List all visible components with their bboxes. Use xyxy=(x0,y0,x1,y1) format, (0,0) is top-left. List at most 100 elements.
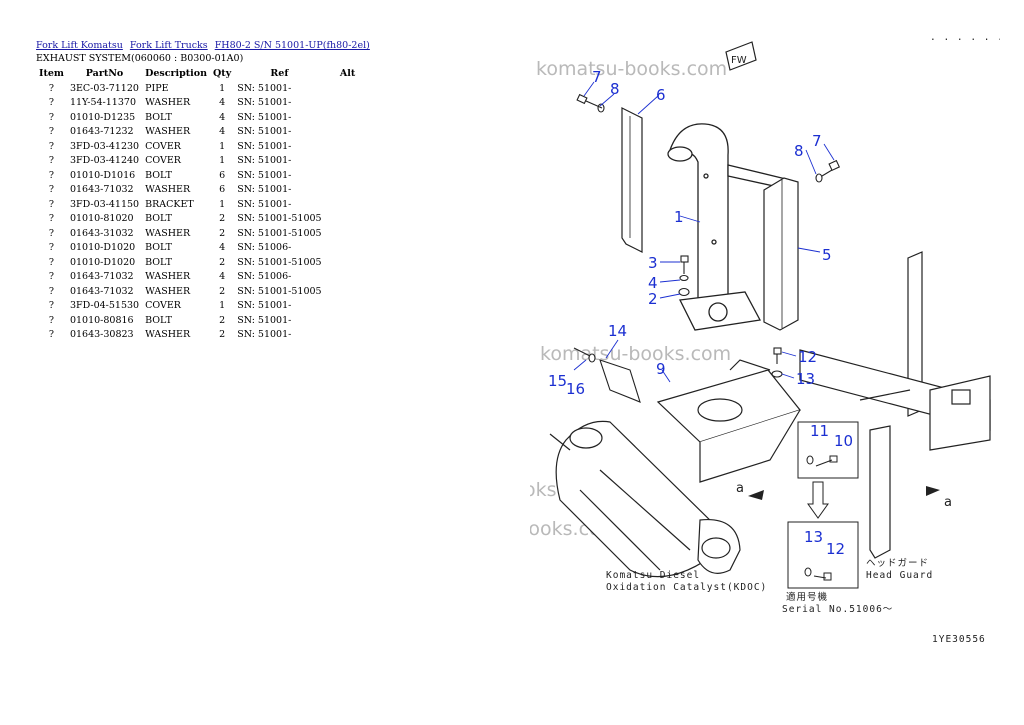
parts-table: Item PartNo Description Qty Ref Alt ? 3EC… xyxy=(36,66,371,342)
item-cell: ? xyxy=(48,140,55,152)
ref-cell: SN: 51001- xyxy=(237,97,292,109)
cover-part-14 xyxy=(573,347,641,403)
item-cell: ? xyxy=(48,329,55,341)
breadcrumb: Fork Lift Komatsu Fork Lift Trucks FH80-… xyxy=(36,40,374,51)
alt-cell xyxy=(325,154,371,169)
ref-cell: SN: 51001- xyxy=(237,314,292,326)
breadcrumb-link-fork-lift-komatsu[interactable]: Fork Lift Komatsu xyxy=(36,40,123,51)
partno-cell: 01010-81020 xyxy=(69,213,134,225)
partno-cell: 01643-31032 xyxy=(69,227,134,239)
caption-head-guard-jp: ヘッドガード xyxy=(866,558,929,569)
callout-14: 14 xyxy=(608,322,627,340)
alt-cell xyxy=(325,255,371,270)
ref-cell: SN: 51001-51005 xyxy=(237,227,322,239)
item-cell: ? xyxy=(48,227,55,239)
svg-text:FW: FW xyxy=(731,55,747,66)
drawing-code: 1YE30556 xyxy=(932,634,986,645)
alt-cell xyxy=(325,284,371,299)
partno-cell: 01643-71232 xyxy=(69,126,134,138)
header-description: Description xyxy=(145,68,208,79)
header-alt: Alt xyxy=(339,68,356,79)
alt-cell xyxy=(325,212,371,227)
partno-cell: 01010-D1235 xyxy=(69,111,136,123)
header-qty: Qty xyxy=(213,68,232,79)
item-cell: ? xyxy=(48,300,55,312)
qty-cell: 1 xyxy=(219,198,226,210)
detail-box-bolts xyxy=(797,421,859,479)
qty-cell: 1 xyxy=(219,300,226,312)
ref-cell: SN: 51001- xyxy=(237,169,292,181)
head-guard-frame xyxy=(799,251,991,559)
partno-cell: 3EC-03-71120 xyxy=(69,82,139,94)
item-cell: ? xyxy=(48,82,55,94)
alt-cell xyxy=(325,168,371,183)
item-cell: ? xyxy=(48,184,55,196)
ref-cell: SN: 51001- xyxy=(237,300,292,312)
callout-11: 11 xyxy=(810,422,829,440)
down-arrow-icon xyxy=(807,481,829,519)
description-cell: BOLT xyxy=(145,314,172,326)
breadcrumb-link-model[interactable]: FH80-2 S/N 51001-UP(fh80-2el) xyxy=(214,40,370,51)
caption-head-guard-en: Head Guard xyxy=(866,570,933,581)
cover-part-6 xyxy=(621,107,643,253)
section-title: EXHAUST SYSTEM(060060 : B0300-01A0) xyxy=(36,53,244,64)
exhaust-system-diagram: komatsu-books.com komatsu-books.com koma… xyxy=(530,32,1000,645)
description-cell: WASHER xyxy=(145,329,191,341)
item-cell: ? xyxy=(48,169,55,181)
description-cell: COVER xyxy=(145,155,181,167)
partno-cell: 01010-80816 xyxy=(69,314,134,326)
callout-16: 16 xyxy=(566,380,585,398)
callout-12-lower: 12 xyxy=(826,540,845,558)
qty-cell: 2 xyxy=(219,256,226,268)
ref-cell: SN: 51001- xyxy=(237,198,292,210)
qty-cell: 1 xyxy=(219,82,226,94)
ref-cell: SN: 51001- xyxy=(237,126,292,138)
qty-cell: 6 xyxy=(219,169,226,181)
callout-10: 10 xyxy=(834,432,853,450)
parts-table-header-row: Item PartNo Description Qty Ref Alt xyxy=(36,66,371,81)
bolt-and-washer-right-icon xyxy=(815,159,841,183)
callout-1: 1 xyxy=(674,208,684,226)
ref-cell: SN: 51001- xyxy=(237,155,292,167)
ref-cell: SN: 51006- xyxy=(237,242,292,254)
item-cell: ? xyxy=(48,242,55,254)
description-cell: BOLT xyxy=(145,242,172,254)
callout-5: 5 xyxy=(822,246,832,264)
qty-cell: 2 xyxy=(219,285,226,297)
detail-box-serial xyxy=(787,521,859,589)
bolt-washer-set-icon xyxy=(678,255,690,297)
caption-catalyst-line2: Oxidation Catalyst(KDOC) xyxy=(606,582,767,593)
alt-cell xyxy=(325,139,371,154)
ref-cell: SN: 51006- xyxy=(237,271,292,283)
alt-cell xyxy=(325,270,371,285)
callout-8-right: 8 xyxy=(794,142,804,160)
callout-3: 3 xyxy=(648,254,658,272)
description-cell: BOLT xyxy=(145,169,172,181)
item-cell: ? xyxy=(48,97,55,109)
ref-cell: SN: 51001-51005 xyxy=(237,285,322,297)
alt-cell xyxy=(325,241,371,256)
breadcrumb-link-fork-lift-trucks[interactable]: Fork Lift Trucks xyxy=(129,40,208,51)
alt-cell xyxy=(325,197,371,212)
ref-cell: SN: 51001-51005 xyxy=(237,213,322,225)
qty-cell: 4 xyxy=(219,97,226,109)
ref-cell: SN: 51001- xyxy=(237,140,292,152)
arrow-right-icon xyxy=(926,486,940,496)
partno-cell: 01010-D1016 xyxy=(69,169,136,181)
partno-cell: 11Y-54-11370 xyxy=(69,97,136,109)
description-cell: PIPE xyxy=(145,82,169,94)
description-cell: WASHER xyxy=(145,271,191,283)
bolt-and-washer-left-icon xyxy=(576,93,605,113)
description-cell: COVER xyxy=(145,140,181,152)
header-item: Item xyxy=(39,68,64,79)
alt-cell xyxy=(325,81,371,96)
